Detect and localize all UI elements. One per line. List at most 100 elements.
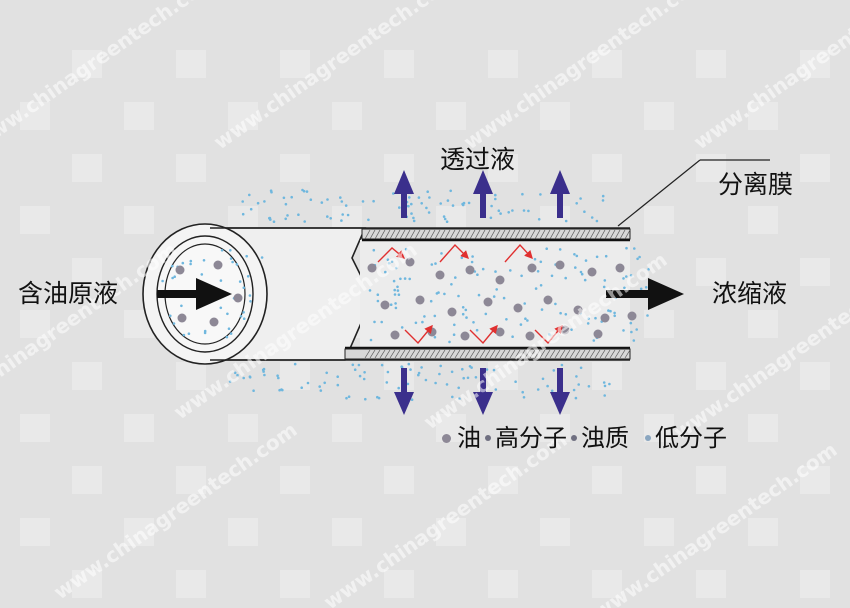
- large-particle: [573, 305, 583, 315]
- large-particle: [587, 267, 597, 277]
- small-particle: [492, 368, 496, 372]
- small-particle: [364, 397, 367, 401]
- small-particle: [527, 209, 530, 213]
- small-particle: [340, 200, 344, 203]
- small-particle: [397, 386, 401, 390]
- small-particle: [580, 272, 584, 276]
- small-particle: [443, 292, 446, 296]
- small-particle: [300, 386, 304, 390]
- large-particle: [213, 260, 223, 270]
- small-particle: [430, 263, 434, 266]
- small-particle: [633, 247, 636, 250]
- small-particle: [345, 396, 348, 400]
- small-particle: [579, 366, 583, 370]
- small-particle: [263, 373, 266, 377]
- small-particle: [367, 218, 370, 222]
- small-particle: [346, 213, 350, 217]
- small-particle: [607, 309, 610, 312]
- small-particle: [505, 318, 508, 321]
- small-particle: [225, 335, 229, 339]
- small-particle: [521, 390, 524, 394]
- large-particle: [233, 293, 243, 303]
- small-particle: [584, 259, 588, 262]
- small-particle: [443, 217, 447, 221]
- small-particle: [539, 260, 543, 264]
- small-particle: [241, 212, 245, 216]
- small-particle: [219, 279, 223, 282]
- small-particle: [575, 375, 578, 378]
- small-particle: [583, 278, 587, 282]
- small-particle: [421, 320, 424, 324]
- small-particle: [229, 332, 233, 335]
- small-particle: [470, 260, 474, 264]
- small-particle: [318, 385, 322, 388]
- small-particle: [536, 270, 540, 273]
- small-particle: [461, 306, 465, 309]
- small-particle: [404, 247, 408, 251]
- feed-flow-arrow: [157, 278, 232, 310]
- small-particle: [394, 266, 398, 270]
- small-particle: [632, 339, 636, 342]
- small-particle: [635, 328, 638, 331]
- small-particle: [301, 188, 304, 192]
- label-concentrate: 浓缩液: [712, 279, 788, 308]
- small-particle: [609, 309, 612, 313]
- particle-legend: 油 高分子 浊质 低分子: [442, 426, 727, 450]
- small-particle: [461, 312, 465, 316]
- small-particle: [602, 285, 606, 289]
- permeate-arrow-down: [473, 368, 493, 415]
- small-particle: [351, 363, 355, 367]
- small-particle: [410, 398, 414, 402]
- small-particle: [438, 372, 441, 376]
- small-particle: [550, 389, 554, 393]
- small-particle: [262, 370, 265, 373]
- small-particle: [490, 204, 493, 208]
- large-particle: [600, 313, 610, 323]
- large-particle: [447, 307, 457, 317]
- small-particle: [523, 302, 526, 305]
- small-particle: [171, 276, 174, 280]
- small-particle: [341, 213, 345, 216]
- small-particle: [519, 323, 523, 326]
- small-particle: [471, 255, 474, 258]
- small-particle: [248, 294, 252, 297]
- small-particle: [229, 249, 232, 252]
- large-particle: [525, 331, 535, 341]
- small-particle: [602, 381, 606, 384]
- small-particle: [189, 262, 192, 266]
- small-particle: [534, 287, 538, 290]
- small-particle: [564, 276, 567, 280]
- small-particle: [417, 373, 420, 377]
- small-particle: [305, 190, 309, 193]
- small-particle: [595, 255, 599, 259]
- small-particle: [389, 303, 393, 307]
- small-particle: [200, 273, 204, 276]
- small-particle: [462, 376, 466, 380]
- large-particle: [390, 330, 400, 340]
- permeate-arrow-down: [394, 368, 414, 415]
- small-particle: [412, 219, 416, 223]
- small-particle: [412, 216, 415, 220]
- small-particle: [410, 212, 413, 215]
- small-particle: [485, 368, 489, 371]
- large-particle: [175, 265, 185, 275]
- small-particle: [636, 257, 639, 261]
- small-particle: [376, 299, 380, 303]
- small-particle: [442, 215, 446, 218]
- small-particle: [489, 216, 493, 220]
- small-particle: [233, 371, 237, 375]
- small-particle: [554, 302, 557, 306]
- small-particle: [622, 277, 625, 280]
- particle-rejection-arrows: [377, 243, 563, 345]
- small-particle: [647, 267, 650, 271]
- small-particle: [536, 388, 540, 391]
- small-particle: [494, 270, 497, 273]
- small-particle: [465, 316, 468, 319]
- small-particle: [577, 383, 580, 386]
- small-particle: [467, 201, 471, 205]
- small-particle: [306, 381, 310, 385]
- small-particle: [182, 333, 186, 337]
- small-particle: [248, 375, 252, 379]
- small-particle: [171, 264, 174, 268]
- small-particle: [260, 256, 264, 259]
